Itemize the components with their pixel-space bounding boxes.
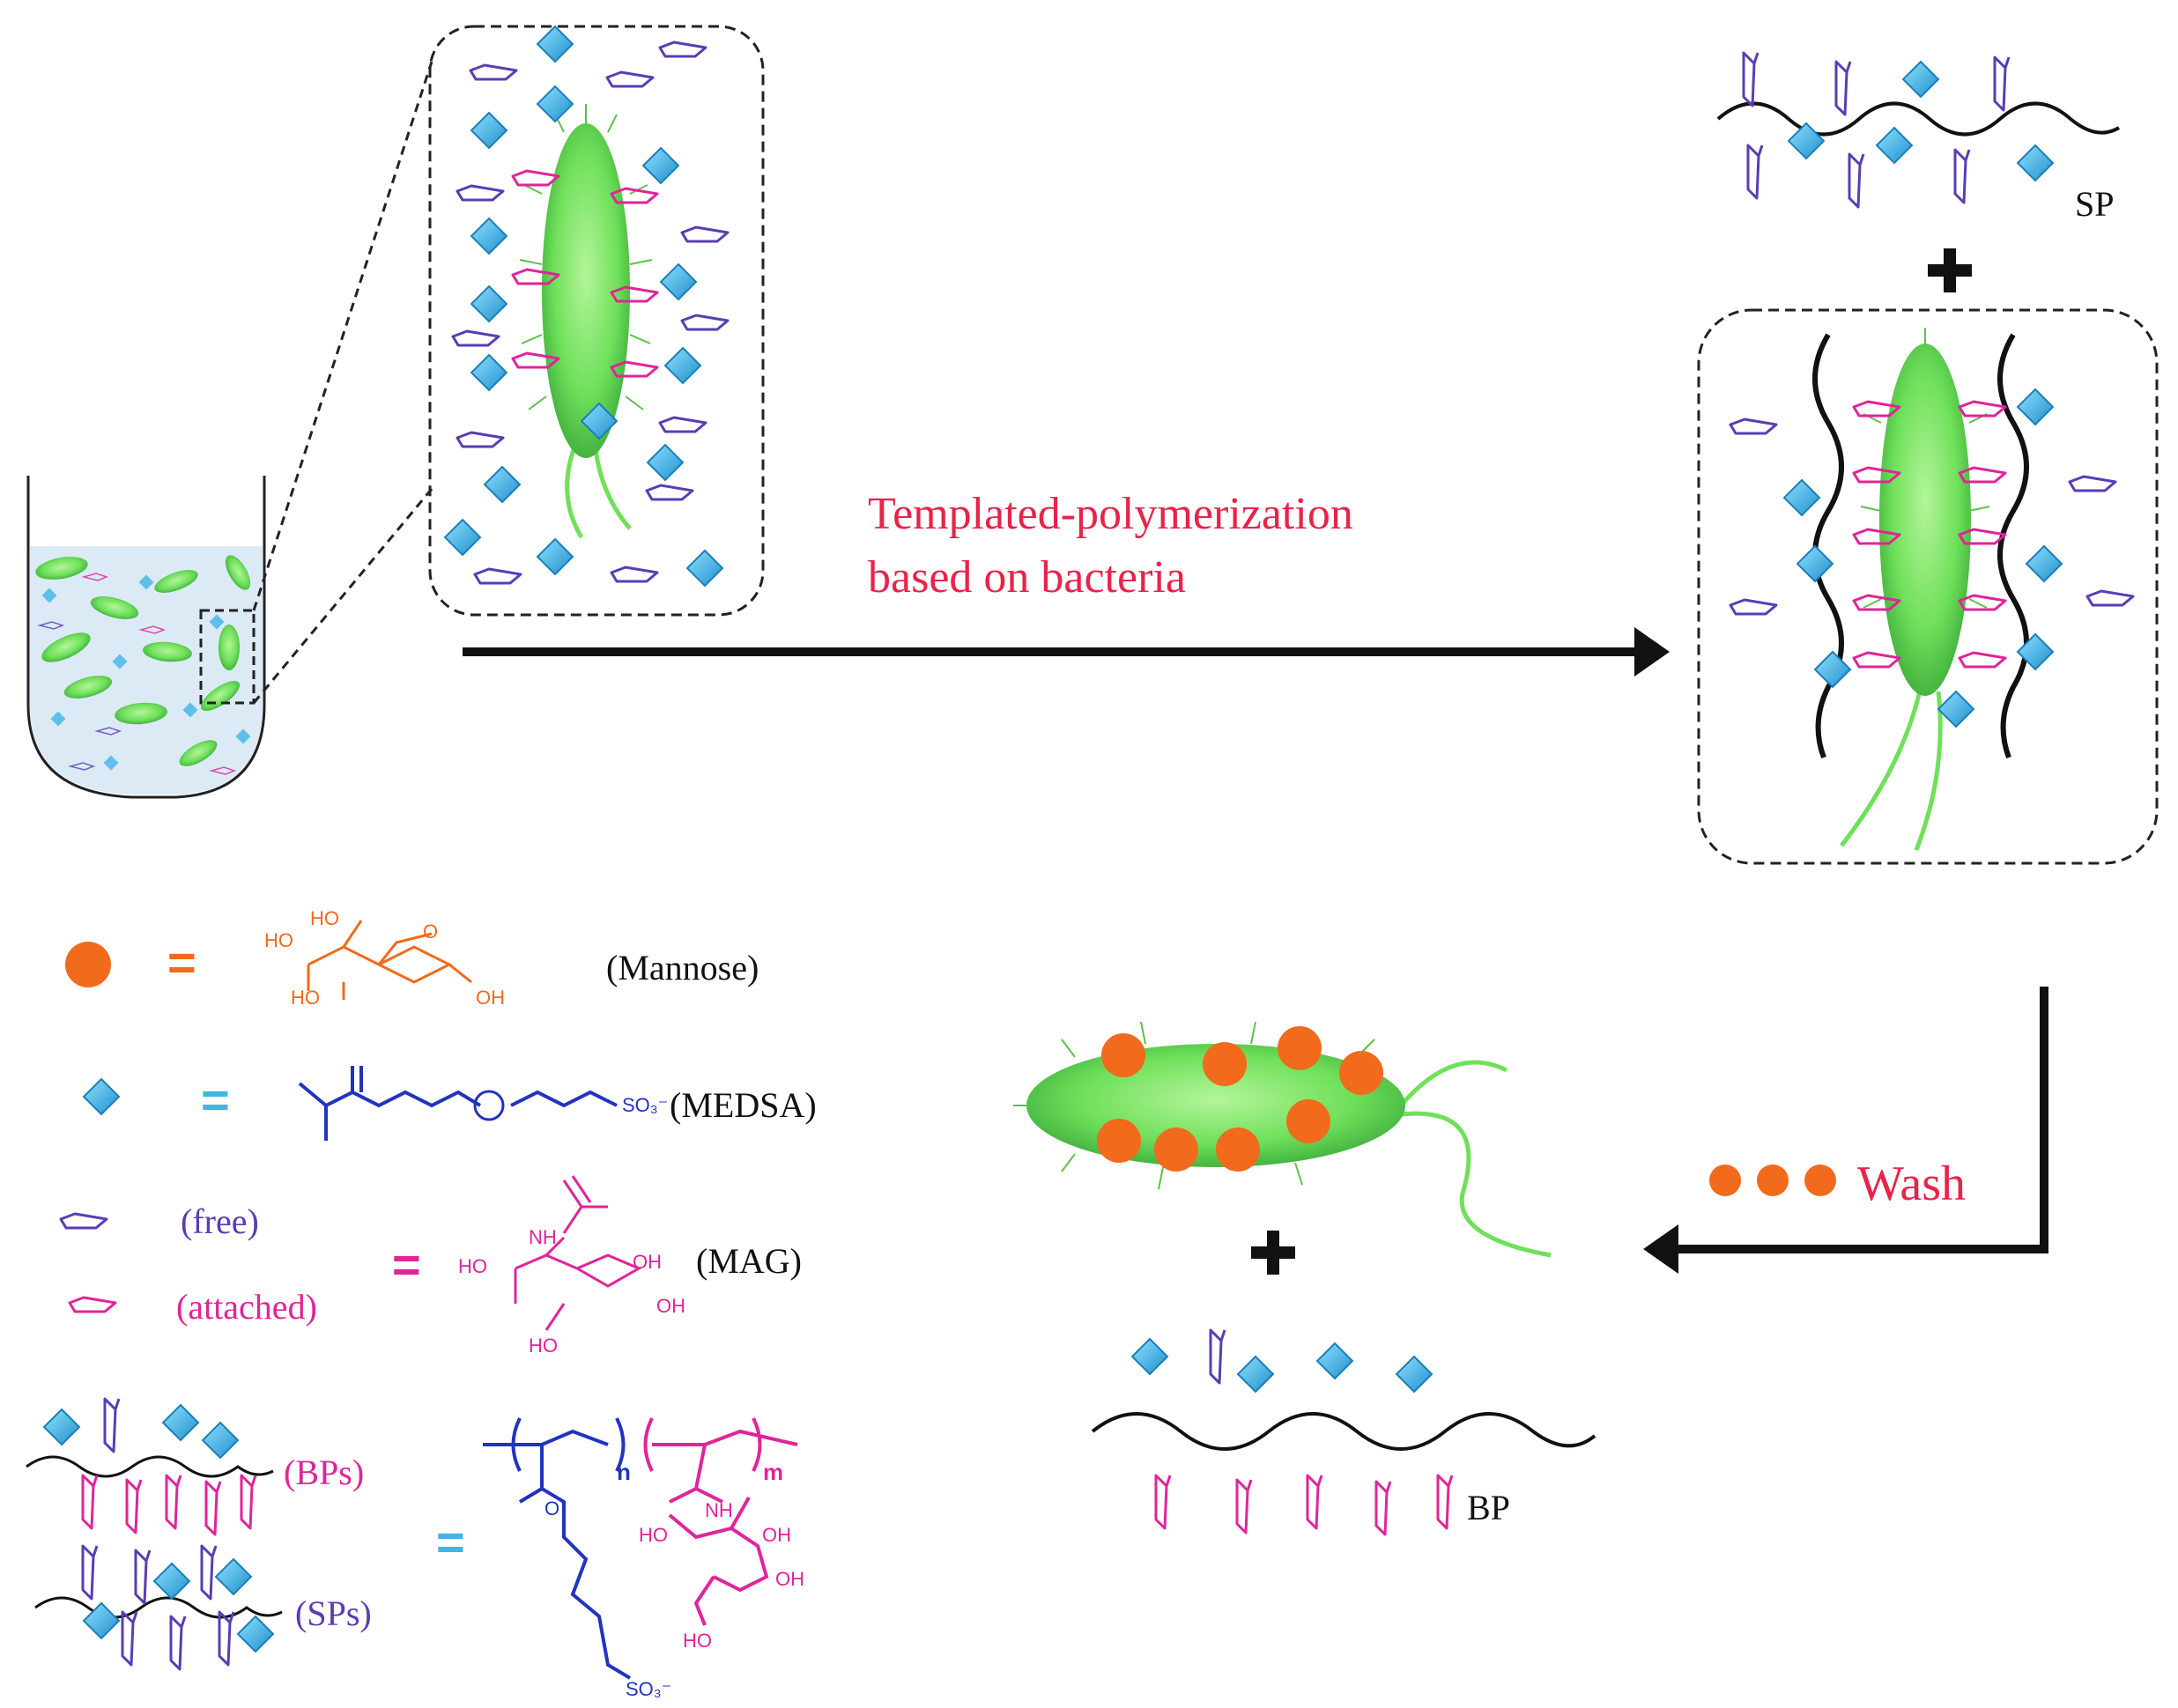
mag-nh: NH — [529, 1226, 557, 1248]
medsa-equals: = — [201, 1072, 230, 1128]
zoom-box-small — [199, 609, 256, 705]
mannose-ho-2: HO — [264, 929, 293, 951]
mag-ho: HO — [458, 1255, 487, 1277]
wash-step: Wash — [1643, 987, 2048, 1274]
mannose-o: O — [423, 921, 438, 943]
mag-equals: = — [392, 1237, 421, 1292]
zoom-line-bottom — [252, 488, 433, 704]
zoom-line-top — [252, 61, 433, 611]
mannose-ho-1: HO — [310, 907, 339, 929]
copolymer-o-blue: O — [544, 1497, 559, 1519]
mag-attached-label: (attached) — [176, 1287, 317, 1327]
mag-oh-1: OH — [633, 1251, 662, 1273]
medsa-diamond-icon — [83, 1078, 120, 1115]
bp-polymer: BP — [1091, 1328, 1596, 1536]
copolymer-ho-2: HO — [683, 1630, 712, 1652]
beaker — [26, 476, 266, 799]
process-label-line1: Templated-polymerization — [868, 489, 1353, 539]
legend-polymers: (BPs) (SPs) = n — [26, 1397, 804, 1700]
templated-panel — [1697, 308, 2159, 865]
mannose-ho-3: HO — [291, 987, 320, 1009]
mag-structure — [514, 1175, 642, 1331]
mag-oh-2: OH — [656, 1295, 685, 1317]
mannose-dot-3 — [1804, 1165, 1836, 1196]
zoom-panel — [428, 25, 765, 617]
plus-top — [1928, 248, 1972, 292]
template-chain-right — [1997, 333, 2029, 759]
plus-bottom — [1251, 1231, 1295, 1275]
mag-name: (MAG) — [696, 1241, 802, 1281]
copolymer-m: m — [763, 1459, 783, 1485]
mag-free-label: (free) — [181, 1202, 259, 1241]
mannose-circle-icon — [65, 942, 111, 987]
template-chain-left — [1812, 333, 1844, 759]
sps-icon — [34, 1544, 283, 1671]
medsa-so3: SO₃⁻ — [622, 1094, 668, 1116]
wash-label: Wash — [1857, 1157, 1966, 1211]
polymers-equals: = — [436, 1514, 465, 1570]
process-label-line2: based on bacteria — [868, 552, 1186, 603]
sp-polymer: SP — [1716, 51, 2121, 224]
copolymer-ho: HO — [639, 1524, 668, 1546]
polymerization-step: Templated-polymerization based on bacter… — [463, 489, 1670, 677]
mannose-structure — [307, 920, 472, 1000]
copolymer-n: n — [617, 1459, 631, 1485]
legend-mag: (free) (attached) = NH HO OH OH HO (MAG) — [59, 1175, 802, 1357]
mag-ho-2: HO — [529, 1335, 558, 1357]
bps-icon — [26, 1397, 274, 1536]
sp-label: SP — [2075, 184, 2115, 224]
attached-sugar-icon — [68, 1296, 117, 1313]
medsa-structure — [298, 1066, 618, 1141]
legend-mannose: = HO HO HO O OH (Mannose) — [65, 907, 759, 1009]
legend-medsa: = SO₃⁻ (MEDSA) — [83, 1066, 817, 1141]
copolymer-so3: SO₃⁻ — [626, 1678, 671, 1700]
copolymer-oh-2: OH — [775, 1568, 804, 1590]
mannose-dot-2 — [1757, 1165, 1789, 1196]
legend: = HO HO HO O OH (Mannose) = SO₃⁻ (MEDSA) — [26, 907, 817, 1700]
bps-label: (BPs) — [284, 1453, 364, 1492]
mannose-name: (Mannose) — [606, 948, 759, 987]
free-sugar-icon — [59, 1212, 108, 1230]
bacterium-mannose — [1013, 1021, 1552, 1258]
sps-label: (SPs) — [295, 1593, 372, 1633]
copolymer-nh: NH — [705, 1499, 733, 1521]
beaker-bacteria — [35, 555, 250, 766]
medsa-name: (MEDSA) — [670, 1085, 817, 1125]
bacterium-zoom — [519, 104, 653, 539]
bacterium-templated — [1840, 328, 1990, 851]
copolymer-oh-1: OH — [762, 1524, 791, 1546]
beaker-monomers — [37, 573, 251, 775]
bp-label: BP — [1467, 1488, 1510, 1527]
mannose-equals: = — [167, 935, 196, 990]
mannose-oh: OH — [476, 987, 505, 1009]
copolymer-structure — [483, 1417, 798, 1680]
mannose-dot-1 — [1709, 1165, 1741, 1196]
